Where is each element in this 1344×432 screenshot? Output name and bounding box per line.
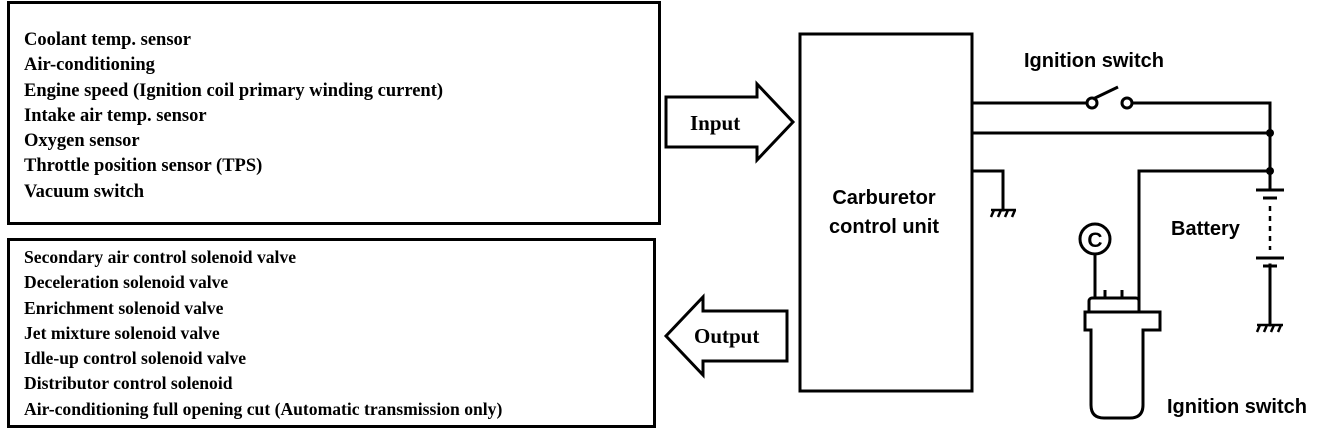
output-actuator-item: Idle-up control solenoid valve	[24, 348, 247, 369]
input-sensor-item: Oxygen sensor	[24, 131, 140, 152]
control-unit-line2: control unit	[829, 216, 939, 238]
input-sensor-item: Engine speed (Ignition coil primary wind…	[24, 80, 444, 101]
control-unit-line1: Carburetor	[832, 187, 936, 209]
output-actuator-item: Jet mixture solenoid valve	[24, 322, 220, 343]
junction-dot	[1266, 129, 1274, 137]
battery-icon	[1256, 188, 1284, 268]
coil-marker-icon	[1078, 222, 1112, 256]
output-arrow-label: Output	[694, 324, 759, 348]
output-actuator-item: Secondary air control solenoid valve	[24, 247, 297, 267]
junction-dot	[1266, 167, 1274, 175]
output-actuator-item: Distributor control solenoid	[24, 373, 233, 394]
output-actuator-item: Deceleration solenoid valve	[24, 272, 229, 293]
input-sensor-item: Vacuum switch	[24, 181, 145, 202]
control-unit-box	[798, 32, 974, 393]
input-sensor-item: Intake air temp. sensor	[24, 105, 207, 126]
coil-marker-label: C	[1087, 229, 1102, 252]
input-arrow-label: Input	[690, 111, 740, 135]
input-sensor-item: Throttle position sensor (TPS)	[24, 156, 263, 177]
ground-icon	[1255, 323, 1283, 333]
input-sensors-box: Coolant temp. sensor Air-conditioning En…	[7, 1, 661, 225]
output-actuator-item: Air-conditioning full opening cut (Autom…	[24, 398, 503, 419]
ignition-switch-icon	[1085, 85, 1134, 110]
output-actuators-box: Secondary air control solenoid valve Dec…	[7, 238, 656, 428]
output-actuator-item: Enrichment solenoid valve	[24, 297, 224, 318]
ground-icon	[989, 208, 1017, 218]
ignition-switch-label: Ignition switch	[1024, 50, 1164, 72]
output-arrow-icon	[663, 293, 789, 379]
ignition-coil-icon	[1083, 290, 1162, 420]
input-sensor-item: Air-conditioning	[24, 55, 155, 76]
input-sensor-item: Coolant temp. sensor	[24, 30, 192, 50]
battery-label: Battery	[1171, 218, 1241, 240]
ignition-coil-label: Ignition switch	[1167, 396, 1307, 418]
input-arrow-icon	[664, 80, 796, 164]
